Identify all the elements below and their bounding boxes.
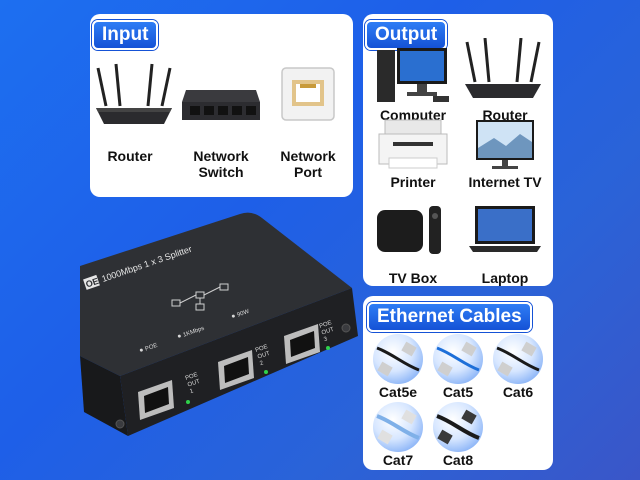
output-panel: Output Computer Router Printer bbox=[363, 14, 553, 286]
output-item-computer: Computer bbox=[367, 22, 459, 123]
cable-cat5e-icon bbox=[373, 334, 423, 384]
input-item-router-label: Router bbox=[107, 148, 153, 164]
device-port-1-label-line2: OUT bbox=[187, 379, 201, 389]
device-port-2-label-line1: POE bbox=[255, 344, 269, 354]
output-item-printer-label: Printer bbox=[390, 174, 436, 190]
device-port-2-label-line3: 2 bbox=[259, 360, 265, 367]
device-port-3-label-line1: POE bbox=[319, 320, 333, 330]
cable-cat6-label: Cat6 bbox=[502, 384, 534, 400]
device-screw-left bbox=[115, 419, 125, 429]
output-title: Output bbox=[365, 20, 448, 50]
output-item-printer: Printer bbox=[367, 118, 459, 198]
tv-box-icon bbox=[377, 206, 441, 254]
router-icon bbox=[465, 38, 541, 98]
output-item-tv-label: Internet TV bbox=[468, 174, 542, 190]
device-port-1-label-line1: POE bbox=[185, 372, 199, 382]
device-port-3-label-line2: OUT bbox=[321, 327, 335, 337]
cable-cat8-icon bbox=[433, 402, 483, 452]
device-port-2-label-line2: OUT bbox=[257, 351, 271, 361]
network-switch-icon bbox=[182, 90, 260, 120]
input-item-router: Router bbox=[90, 62, 172, 182]
device-port-3-label-line3: 3 bbox=[323, 336, 329, 343]
router-icon bbox=[96, 63, 172, 124]
device-port-2[interactable]: POE OUT 2 bbox=[218, 344, 274, 390]
cables-title: Ethernet Cables bbox=[367, 302, 532, 332]
output-item-tv: Internet TV bbox=[459, 118, 551, 198]
input-item-switch-label: Network Switch bbox=[193, 148, 249, 180]
cable-cat8-label: Cat8 bbox=[442, 452, 474, 468]
output-item-tvbox: TV Box bbox=[367, 202, 459, 286]
laptop-icon bbox=[469, 206, 541, 252]
device-indicator-diagram bbox=[171, 283, 229, 311]
device-indicator-90w: 90W bbox=[236, 309, 250, 319]
input-item-port: Network Port bbox=[266, 60, 350, 184]
input-title: Input bbox=[92, 20, 159, 50]
output-item-router: Router bbox=[459, 22, 551, 123]
output-item-laptop: Laptop bbox=[459, 202, 551, 286]
input-panel: Input Router Network Switch bbox=[90, 14, 353, 197]
tv-icon bbox=[476, 120, 534, 169]
input-item-switch: Network Switch bbox=[176, 62, 266, 182]
device-screw-right bbox=[341, 323, 351, 333]
device-port-1-led bbox=[186, 400, 190, 404]
output-item-router-label: Router bbox=[482, 107, 528, 123]
output-item-computer-label: Computer bbox=[379, 107, 447, 123]
device-indicator-poe: POE bbox=[144, 343, 158, 353]
cable-cat7-icon bbox=[373, 402, 423, 452]
cable-cat5-label: Cat5 bbox=[442, 384, 474, 400]
cable-cat7-label: Cat7 bbox=[382, 452, 414, 468]
cable-cat6-icon bbox=[493, 334, 543, 384]
input-item-port-label: Network Port bbox=[280, 148, 336, 180]
device-port-3-led bbox=[326, 346, 330, 350]
cable-cat5-icon bbox=[433, 334, 483, 384]
device-port-1-label-line3: 1 bbox=[189, 388, 195, 395]
device-port-2-led bbox=[264, 370, 268, 374]
poe-splitter-device: OE 1000Mbps 1 x 3 Splitter POE 1KMbps 90… bbox=[80, 212, 358, 436]
device-port-1[interactable]: POE OUT 1 bbox=[138, 372, 204, 420]
printer-icon bbox=[378, 119, 448, 169]
output-item-laptop-label: Laptop bbox=[481, 270, 529, 286]
device-port-3[interactable]: POE OUT 3 bbox=[284, 320, 338, 364]
computer-icon bbox=[377, 48, 449, 102]
output-item-tvbox-label: TV Box bbox=[388, 270, 438, 286]
cable-cat5e-label: Cat5e bbox=[378, 384, 418, 400]
cables-panel: Ethernet Cables Cat5e Cat5 Cat6 Cat7 Cat… bbox=[363, 296, 553, 470]
network-port-icon bbox=[281, 67, 335, 121]
device-brand-prefix: OE bbox=[84, 276, 100, 290]
